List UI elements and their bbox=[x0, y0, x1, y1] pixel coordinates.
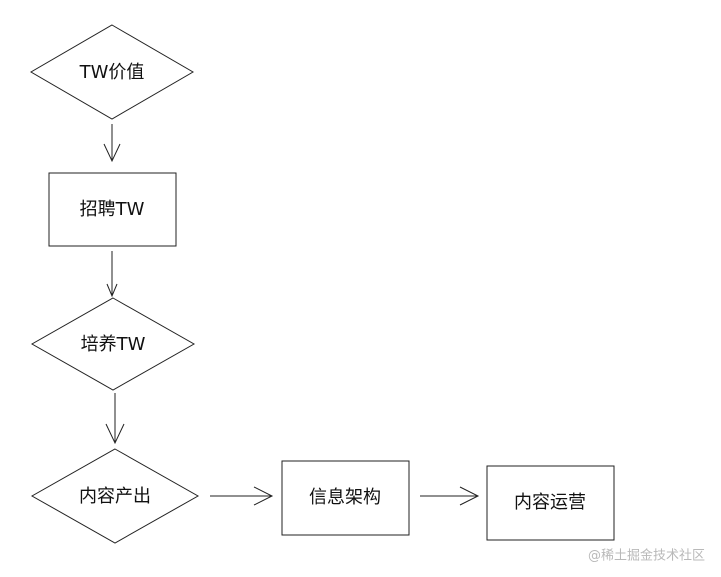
diamond-shape bbox=[30, 297, 196, 391]
watermark: @稀土掘金技术社区 bbox=[588, 548, 705, 564]
node-content-operation: 内容运营 bbox=[486, 465, 615, 541]
rectangle-shape bbox=[281, 460, 410, 536]
node-label: 内容产出 bbox=[79, 486, 151, 507]
edge-content-output-to-info-architecture bbox=[210, 486, 274, 506]
diamond-shape bbox=[30, 448, 200, 544]
node-content-output: 内容产出 bbox=[30, 448, 200, 544]
edge-tw-value-to-recruit bbox=[103, 124, 121, 163]
edge-train-to-content-output bbox=[105, 393, 125, 445]
node-label: TW价值 bbox=[79, 62, 145, 83]
node-label: 招聘TW bbox=[80, 199, 145, 220]
node-label: 内容运营 bbox=[514, 492, 586, 513]
node-info-architecture: 信息架构 bbox=[281, 460, 410, 536]
node-recruit-tw: 招聘TW bbox=[48, 172, 177, 247]
edge-recruit-to-train bbox=[106, 251, 118, 298]
node-label: 培养TW bbox=[81, 334, 146, 355]
edge-info-architecture-to-content-operation bbox=[420, 486, 480, 506]
rectangle-shape bbox=[486, 465, 615, 541]
rectangle-shape bbox=[48, 172, 177, 247]
diamond-shape bbox=[30, 24, 194, 120]
node-train-tw: 培养TW bbox=[30, 297, 196, 391]
node-label: 信息架构 bbox=[309, 487, 381, 508]
node-tw-value: TW价值 bbox=[30, 24, 194, 120]
